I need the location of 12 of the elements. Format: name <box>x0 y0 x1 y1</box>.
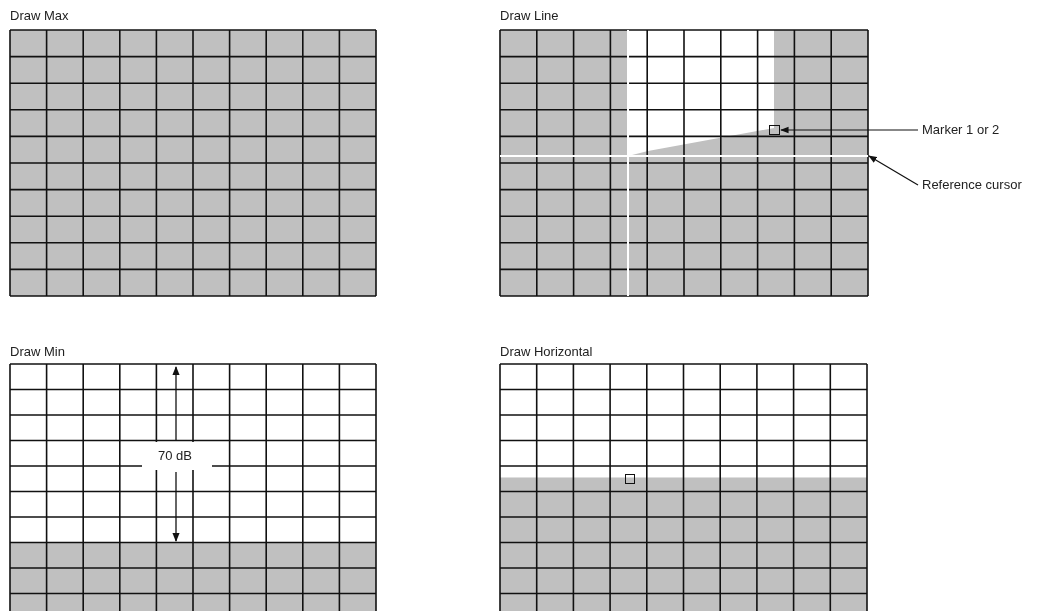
dimension-label: 70 dB <box>158 448 192 464</box>
marker-square <box>625 474 635 484</box>
reference-cursor-line <box>500 155 868 157</box>
panel-title: Draw Max <box>10 8 69 24</box>
panel-title: Draw Horizontal <box>500 344 593 360</box>
panel-title: Draw Min <box>10 344 65 360</box>
marker-square <box>769 125 780 135</box>
callout-text: Reference cursor <box>922 177 1022 193</box>
callout-text: Marker 1 or 2 <box>922 122 1000 138</box>
panel-title: Draw Line <box>500 8 559 24</box>
leader-line <box>868 155 919 186</box>
leader-line <box>780 126 919 134</box>
